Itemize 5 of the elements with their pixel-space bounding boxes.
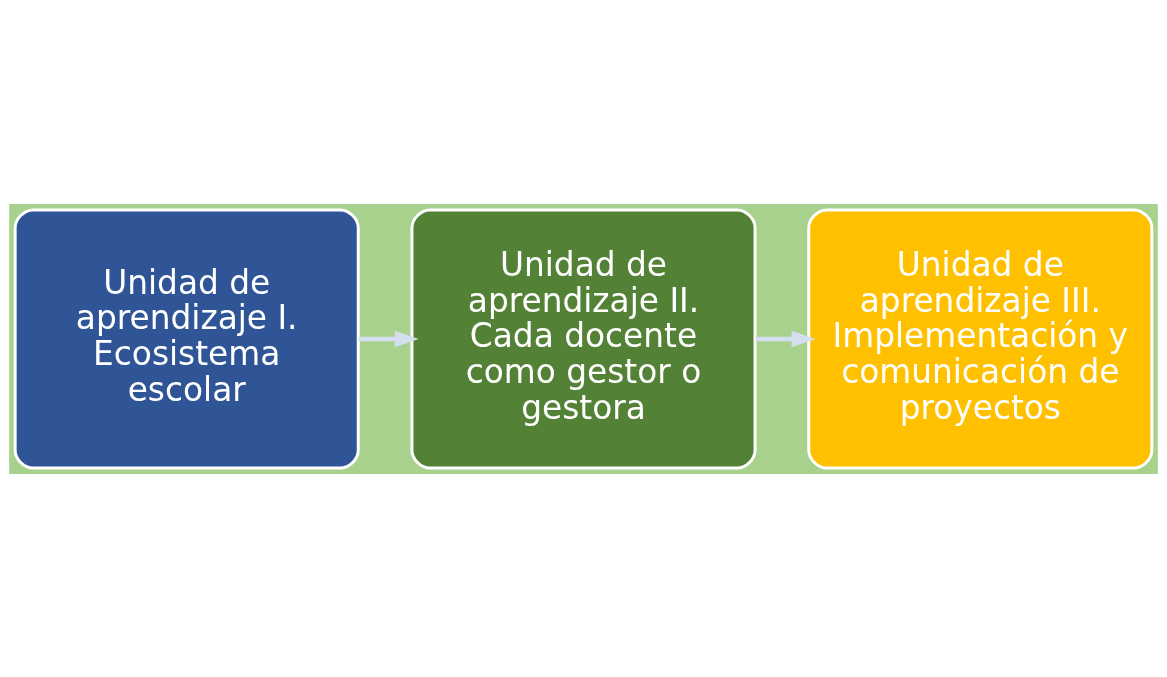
- node-box: Unidad de aprendizaje I. Ecosistema escolar: [13, 208, 360, 469]
- arrow: [755, 330, 816, 347]
- node-box: Unidad de aprendizaje II. Cada docente como gestor o gestora: [410, 208, 757, 469]
- node-box: Unidad de aprendizaje III. Implementación y comunicación de proyectos: [807, 208, 1154, 469]
- arrow: [358, 330, 419, 347]
